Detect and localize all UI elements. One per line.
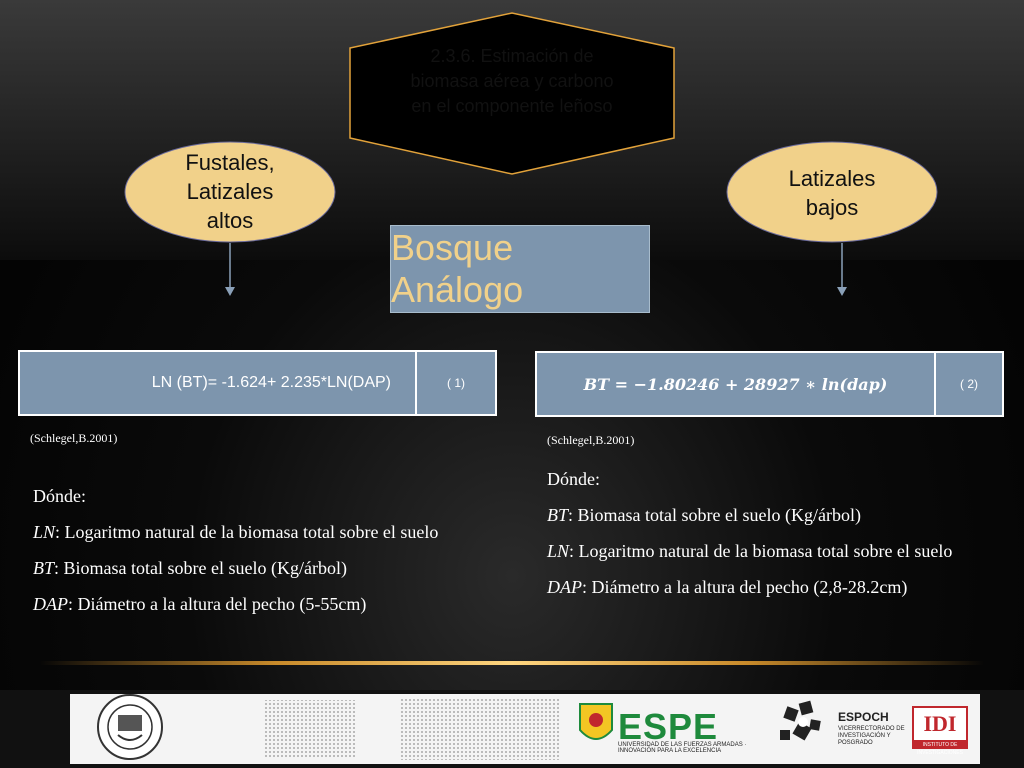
left-ellipse-text: Fustales, Latizales altos	[150, 148, 310, 235]
right-arrow-head	[837, 287, 847, 296]
definition-desc: : Logaritmo natural de la biomasa total …	[569, 541, 953, 561]
page-title: Bosque Análogo	[390, 225, 650, 313]
diagram-shapes	[124, 12, 938, 296]
definition-item: LN: Logaritmo natural de la biomasa tota…	[33, 514, 438, 550]
espoch-logo	[780, 700, 821, 741]
definition-item: LN: Logaritmo natural de la biomasa tota…	[547, 533, 952, 569]
left-ellipse	[124, 141, 336, 243]
donde-label: Dónde:	[33, 486, 86, 506]
equation-1-formula: LN (BT)= -1.624+ 2.235*LN(DAP)	[20, 352, 417, 414]
citation-1: (Schlegel,B.2001)	[30, 431, 118, 445]
university-seal-logo	[97, 694, 163, 760]
definition-term: DAP	[547, 577, 582, 597]
definition-term: LN	[33, 522, 56, 542]
espe-subtitle: UNIVERSIDAD DE LAS FUERZAS ARMADAS · INN…	[618, 742, 747, 754]
donde-label: Dónde:	[547, 469, 600, 489]
idi-subtitle: INSTITUTO DE INVESTIGACIONES	[912, 741, 968, 756]
divider-glow	[40, 661, 984, 665]
definition-desc: : Biomasa total sobre el suelo (Kg/árbol…	[568, 505, 861, 525]
definition-desc: : Biomasa total sobre el suelo (Kg/árbol…	[54, 558, 347, 578]
right-ellipse-line: bajos	[805, 195, 859, 220]
header-hexagon	[349, 12, 675, 175]
definition-term: BT	[33, 558, 55, 578]
footer-graphics	[97, 694, 821, 760]
definition-item: BT: Biomasa total sobre el suelo (Kg/árb…	[547, 497, 952, 533]
espoch-subtitle: VICERRECTORADO DE INVESTIGACIÓN Y POSGRA…	[838, 726, 905, 746]
right-ellipse-text: Latizales bajos	[752, 164, 912, 222]
left-ellipse-line: altos	[206, 208, 254, 233]
definition-desc: : Diámetro a la altura del pecho (5-55cm…	[68, 594, 367, 614]
equation-2-number: ( 2)	[936, 353, 1002, 415]
definition-item: BT: Biomasa total sobre el suelo (Kg/árb…	[33, 550, 438, 586]
definition-term: BT	[547, 505, 569, 525]
espe-shield-logo	[579, 703, 613, 740]
equation-2-formula: BT = −1.80246 + 28927 ∗ ln(dap)	[537, 353, 936, 415]
espe-logo-text: ESPE	[618, 706, 719, 747]
definition-desc: : Logaritmo natural de la biomasa total …	[55, 522, 439, 542]
definition-term: LN	[547, 541, 570, 561]
equation-1-number: ( 1)	[417, 352, 495, 414]
definition-item: DAP: Diámetro a la altura del pecho (2,8…	[547, 569, 952, 605]
right-ellipse	[726, 141, 938, 243]
left-ellipse-line: Fustales,	[185, 150, 275, 175]
left-ellipse-line: Latizales	[186, 179, 274, 204]
espoch-logo-text: ESPOCH	[838, 710, 889, 724]
definition-desc: : Diámetro a la altura del pecho (2,8-28…	[582, 577, 908, 597]
definition-term: DAP	[33, 594, 68, 614]
world-map-dots	[265, 698, 560, 760]
equation-2-table: BT = −1.80246 + 28927 ∗ ln(dap) ( 2)	[535, 351, 1004, 417]
left-arrow-head	[225, 287, 235, 296]
definitions-1: Dónde: LN: Logaritmo natural de la bioma…	[33, 478, 438, 622]
citation-2: (Schlegel,B.2001)	[547, 433, 635, 447]
right-ellipse-line: Latizales	[788, 166, 876, 191]
definitions-2: Dónde: BT: Biomasa total sobre el suelo …	[547, 461, 952, 605]
idi-logo: IDI	[912, 706, 968, 742]
equation-1-table: LN (BT)= -1.624+ 2.235*LN(DAP) ( 1)	[18, 350, 497, 416]
definition-item: DAP: Diámetro a la altura del pecho (5-5…	[33, 586, 438, 622]
header-hexagon-text: 2.3.6. Estimación de biomasa aérea y car…	[410, 46, 614, 116]
